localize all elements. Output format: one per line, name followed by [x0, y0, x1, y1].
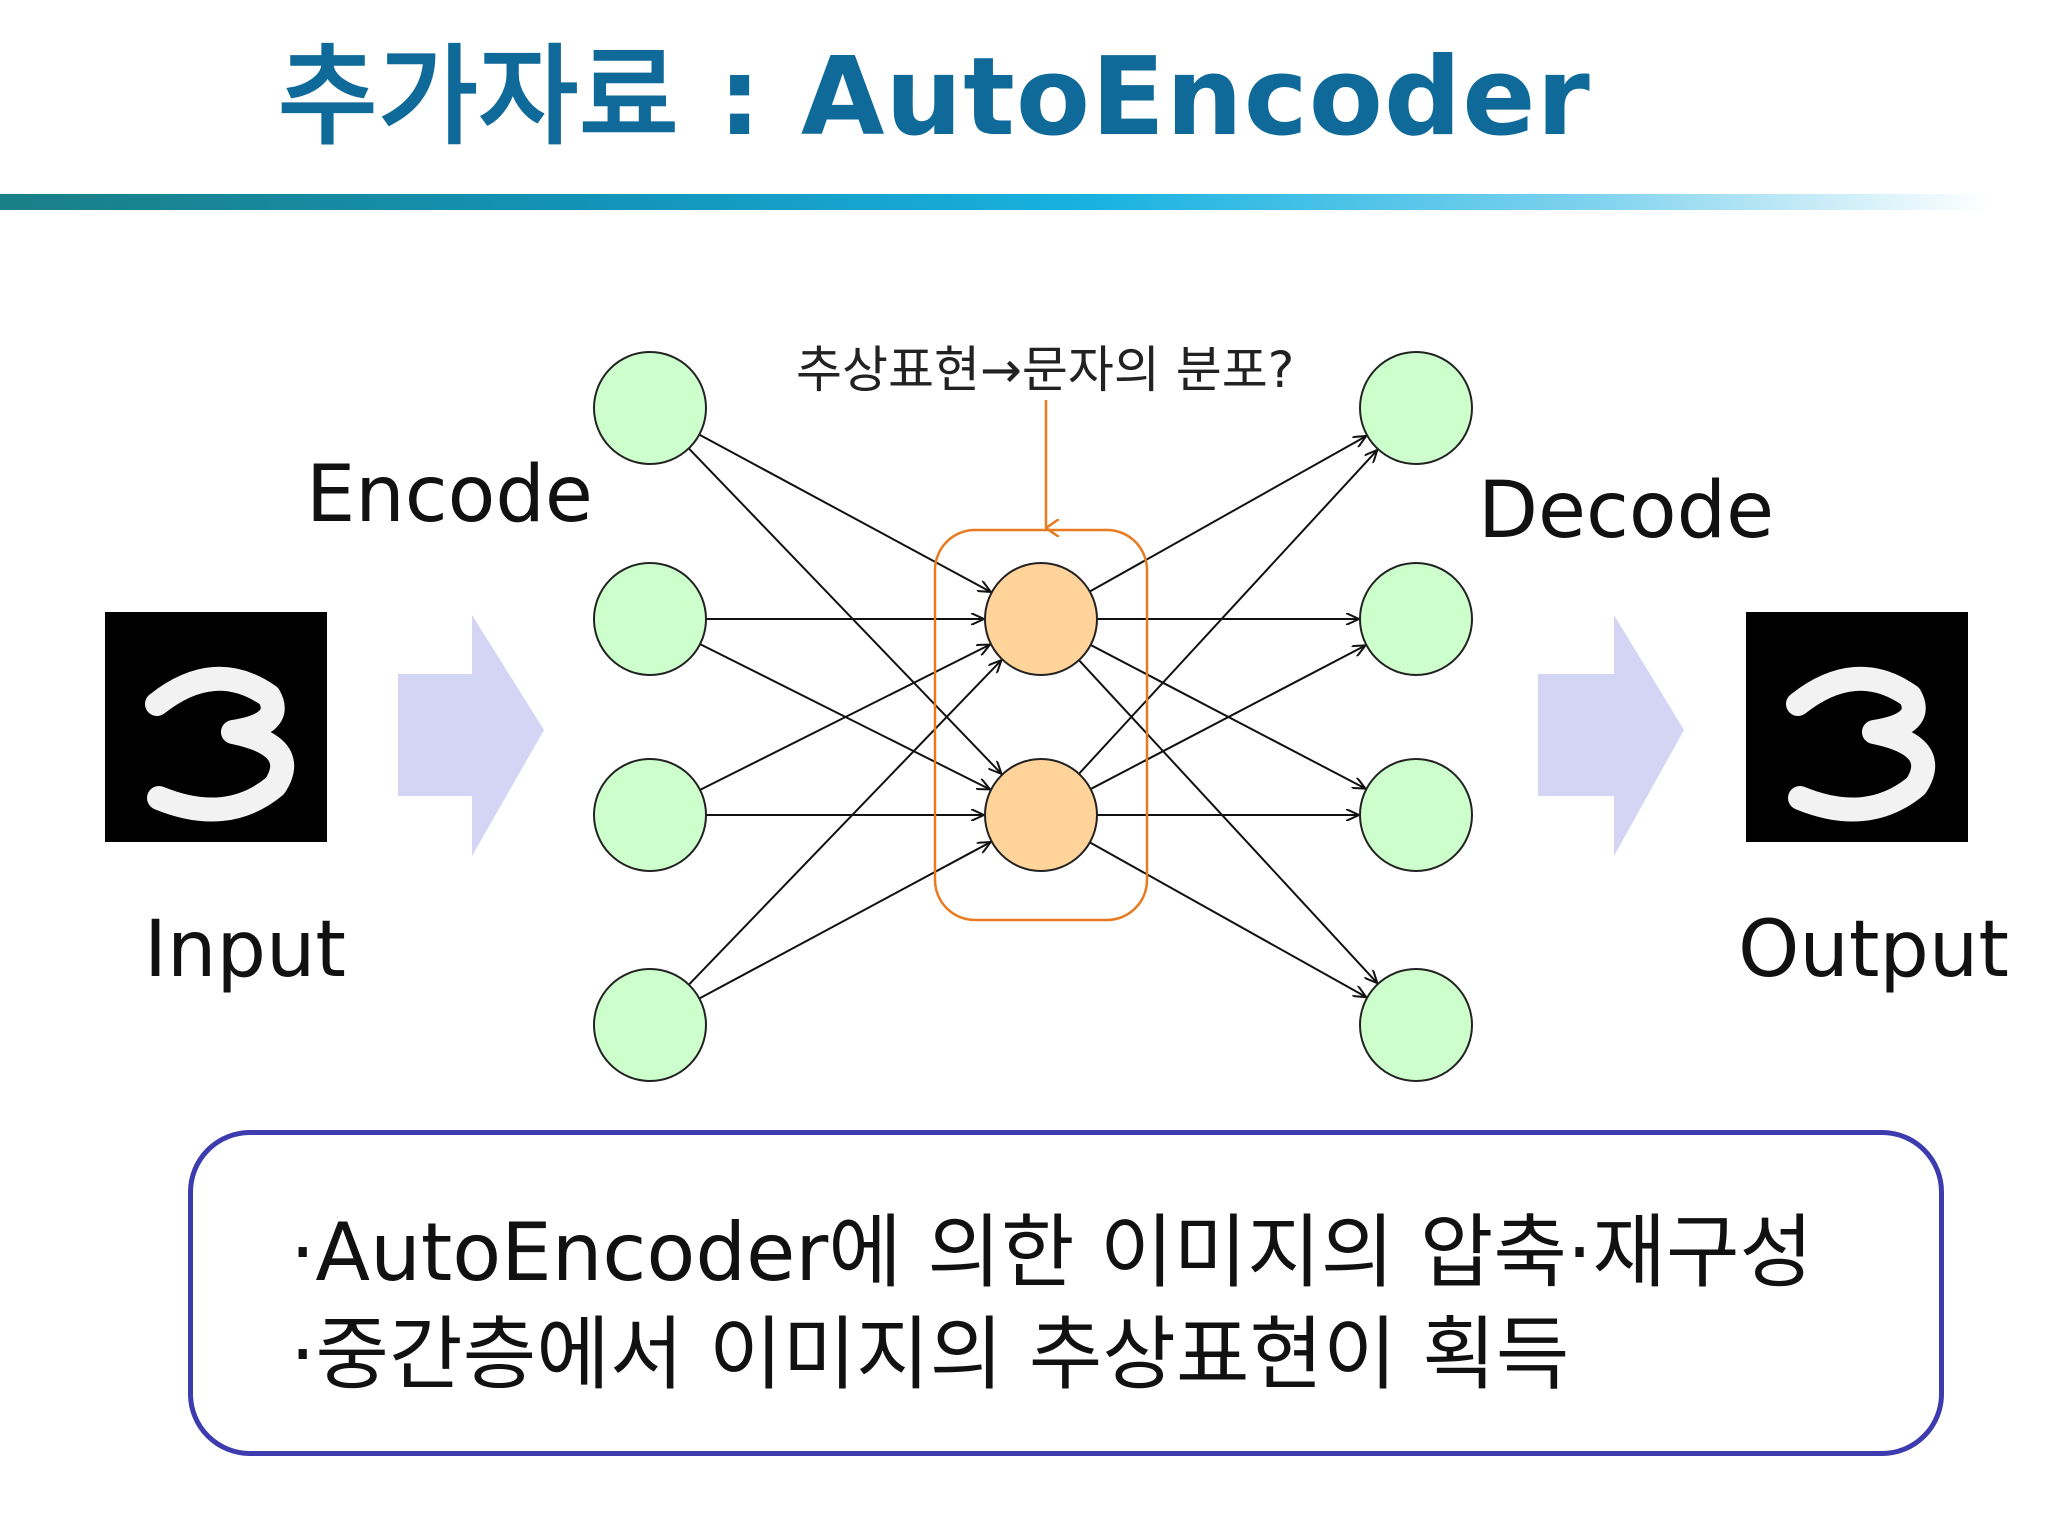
connection-arrow — [688, 661, 1001, 986]
output-neuron — [1359, 968, 1473, 1082]
latent-note: 추상표현→문자의 분포? — [796, 341, 1295, 399]
input-label: Input — [144, 905, 346, 995]
output-neuron — [1359, 758, 1473, 872]
output-label: Output — [1738, 905, 2009, 995]
connection-arrow — [1089, 436, 1366, 593]
output-neuron — [1359, 351, 1473, 465]
input-image — [105, 612, 327, 842]
input-neuron — [593, 758, 707, 872]
digit-three-image — [1786, 666, 1936, 822]
decode-label: Decode — [1478, 466, 1775, 556]
output-neuron — [1359, 562, 1473, 676]
connection-arrow — [698, 433, 990, 592]
digit-three-image — [145, 666, 295, 822]
connection-arrow — [698, 842, 990, 1000]
connection-arrow — [1090, 646, 1365, 790]
input-neuron — [593, 351, 707, 465]
latent-layer-box — [933, 528, 1149, 922]
description-box — [188, 1130, 1944, 1456]
input-neuron — [593, 968, 707, 1082]
input-neuron — [593, 562, 707, 676]
title-underline — [0, 194, 1990, 210]
decode-flow-arrow — [1538, 615, 1684, 856]
description-line-2: ·중간층에서 이미지의 추상표현이 획득 — [290, 1308, 1570, 1401]
page-title: 추가자료 : AutoEncoder — [278, 35, 1591, 160]
latent-neuron — [984, 758, 1098, 872]
connection-arrow — [1078, 659, 1377, 982]
connection-arrow — [699, 645, 989, 791]
encode-label: Encode — [306, 450, 593, 540]
connection-arrow — [1078, 451, 1377, 775]
latent-neuron — [984, 562, 1098, 676]
output-image — [1746, 612, 1968, 842]
connection-arrow — [688, 447, 1001, 773]
connection-arrow — [1089, 841, 1366, 996]
description-line-1: ·AutoEncoder에 의한 이미지의 압축·재구성 — [290, 1206, 1814, 1299]
encode-flow-arrow — [398, 615, 544, 856]
